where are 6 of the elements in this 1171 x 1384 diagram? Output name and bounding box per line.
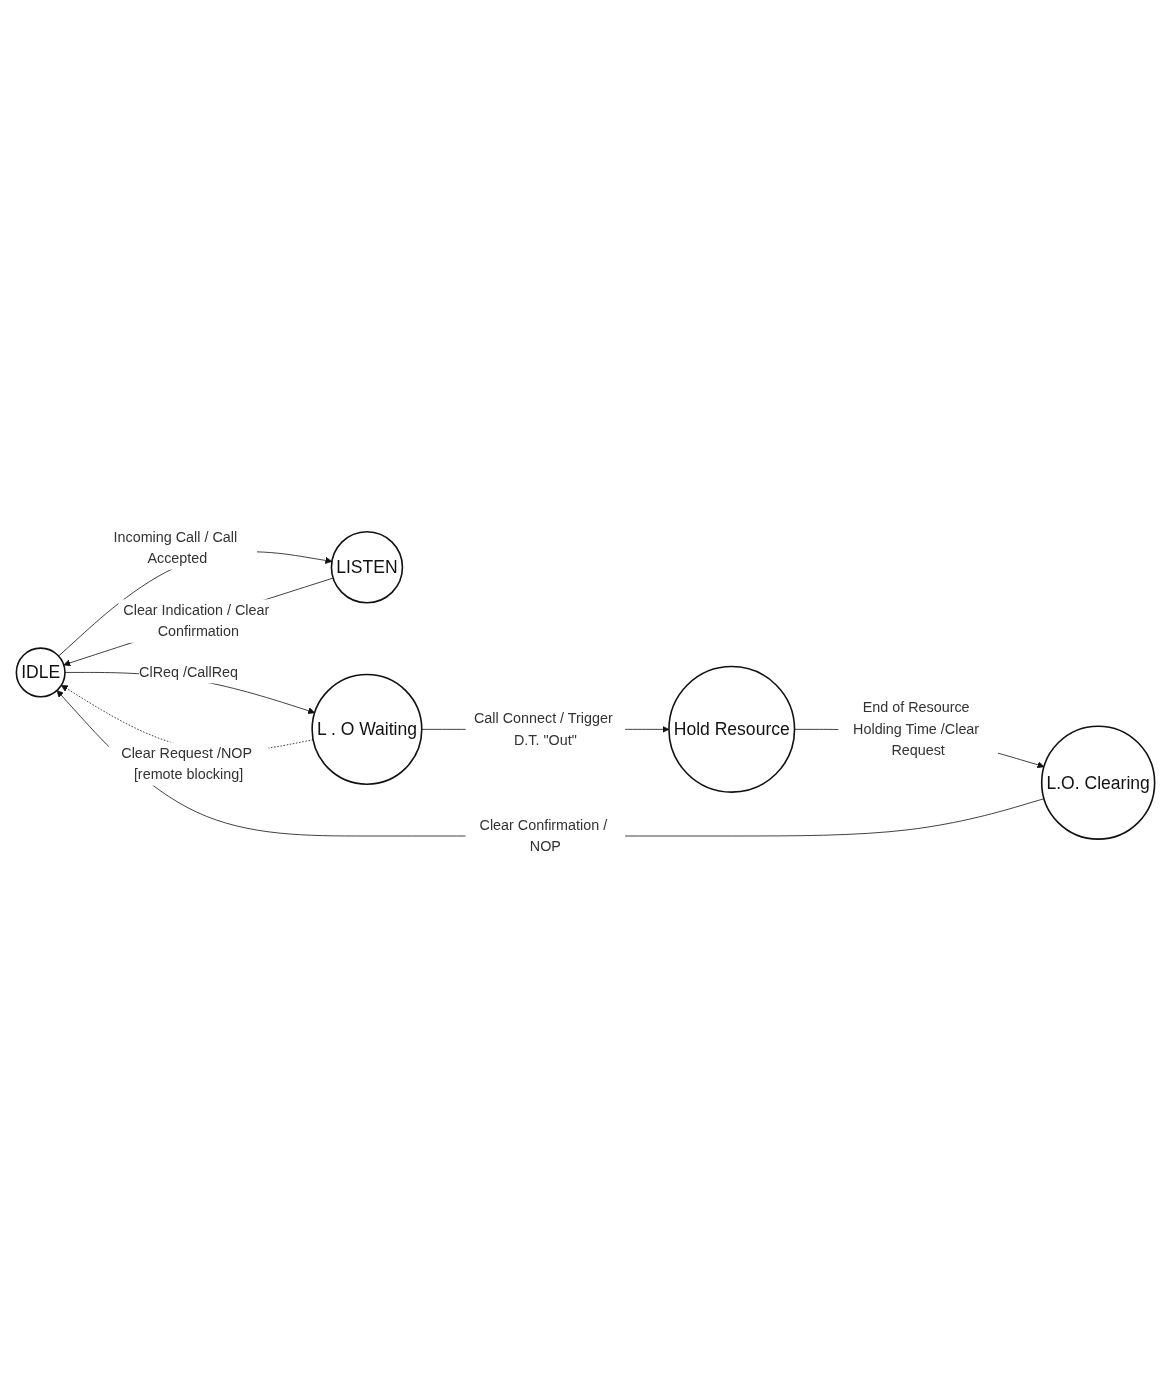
state-circle: IDLE (15, 647, 66, 698)
state-circle: L . O Waiting (311, 673, 423, 785)
state-circle: Hold Resource (668, 665, 796, 793)
transition-label: Clear Request /NOP [remote blocking] (108, 742, 269, 786)
state-circle: LISTEN (330, 531, 404, 604)
state-circle: L.O. Clearing (1040, 725, 1156, 840)
